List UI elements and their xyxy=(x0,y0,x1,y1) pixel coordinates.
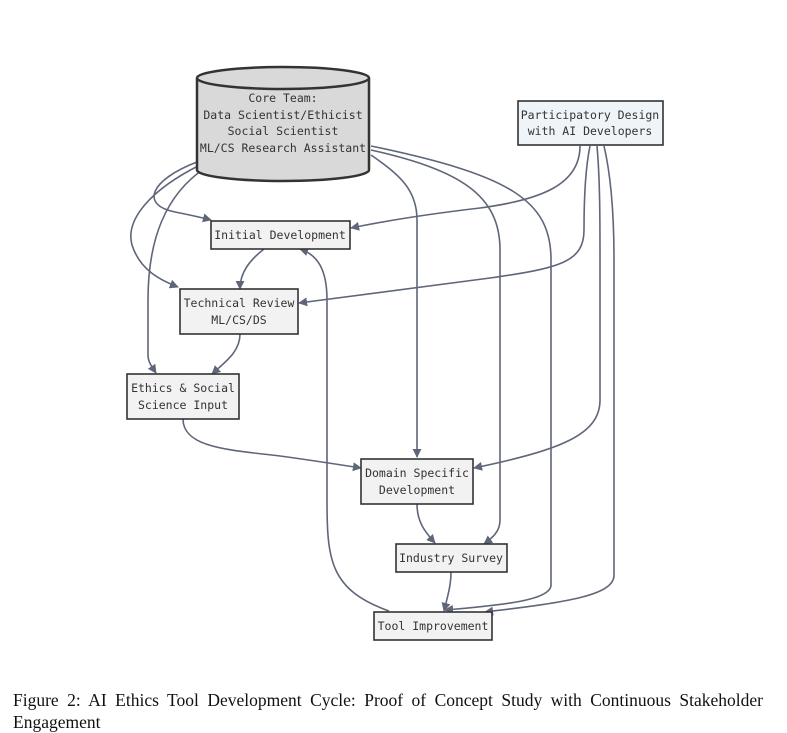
edge-technical-to-ethics xyxy=(211,333,241,375)
node-initial-development: Initial Development xyxy=(210,220,351,250)
node-technical-review: Technical Review ML/CS/DS xyxy=(179,288,299,335)
edge-participatory-to-initial xyxy=(350,145,581,231)
initial-development-label: Initial Development xyxy=(214,228,346,242)
ethics-input-box xyxy=(126,373,240,420)
edge-core-to-ethics xyxy=(147,167,206,374)
edge-participatory-to-tool xyxy=(484,145,615,616)
initial-development-box xyxy=(210,220,351,250)
participatory-design-box xyxy=(517,100,664,146)
ethics-input-line-1: Ethics & Social xyxy=(131,381,235,395)
domain-specific-line-1: Domain Specific xyxy=(365,466,469,480)
edge-participatory-to-technical xyxy=(298,145,591,307)
ethics-input-line-2: Science Input xyxy=(138,398,228,412)
core-team-cylinder-top xyxy=(195,65,371,91)
participatory-design-line-2: with AI Developers xyxy=(528,124,653,138)
edge-survey-to-tool xyxy=(441,571,452,612)
node-domain-specific: Domain Specific Development xyxy=(360,458,474,505)
node-tool-improvement: Tool Improvement xyxy=(373,611,493,641)
edge-core-to-tool xyxy=(370,145,552,614)
technical-review-line-2: ML/CS/DS xyxy=(211,313,266,327)
figure-caption: Figure 2: AI Ethics Tool Development Cyc… xyxy=(13,690,763,732)
edge-tool-to-initial xyxy=(299,247,390,612)
core-team-line-1: Core Team: xyxy=(248,91,317,105)
industry-survey-box xyxy=(395,543,508,573)
core-team-line-3: Social Scientist xyxy=(228,124,339,138)
edge-domain-to-survey xyxy=(416,503,436,544)
core-team-cylinder xyxy=(195,78,371,183)
edges xyxy=(130,145,615,616)
tool-improvement-label: Tool Improvement xyxy=(378,619,489,633)
edge-core-to-technical xyxy=(130,164,201,289)
node-industry-survey: Industry Survey xyxy=(395,543,508,573)
core-team-line-2: Data Scientist/Ethicist xyxy=(203,108,362,122)
node-ethics-input: Ethics & Social Science Input xyxy=(126,373,240,420)
participatory-design-line-1: Participatory Design xyxy=(521,108,659,122)
industry-survey-label: Industry Survey xyxy=(399,551,503,565)
tool-improvement-box xyxy=(373,611,493,641)
edge-core-to-survey xyxy=(370,149,501,545)
flow-diagram: Core Team: Data Scientist/Ethicist Socia… xyxy=(126,65,664,641)
node-core-team: Core Team: Data Scientist/Ethicist Socia… xyxy=(195,65,371,183)
edge-ethics-to-domain xyxy=(182,418,362,472)
edge-participatory-to-domain xyxy=(473,145,601,471)
edge-core-to-domain xyxy=(370,154,422,458)
domain-specific-box xyxy=(360,458,474,505)
node-participatory-design: Participatory Design with AI Developers xyxy=(517,100,664,146)
technical-review-line-1: Technical Review xyxy=(184,296,295,310)
core-team-line-4: ML/CS Research Assistant xyxy=(200,141,366,155)
domain-specific-line-2: Development xyxy=(379,483,455,497)
edge-initial-to-technical xyxy=(235,248,265,290)
edge-core-to-initial xyxy=(153,161,212,223)
technical-review-box xyxy=(179,288,299,335)
